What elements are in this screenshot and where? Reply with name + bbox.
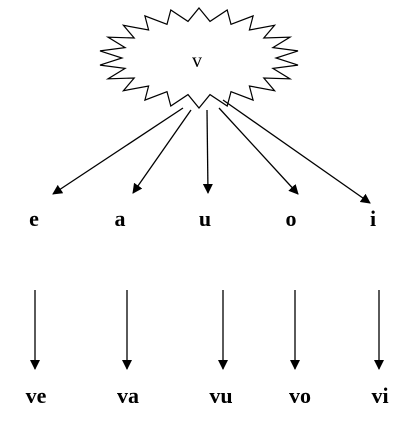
arrow-to-vowel-u: [202, 109, 213, 194]
vowel-o: o: [286, 206, 297, 231]
arrow-to-vowel-i: [222, 99, 371, 204]
center-letter: v: [192, 50, 202, 72]
arrow-to-vowel-e: [52, 107, 184, 195]
starburst-shape: [99, 7, 299, 109]
arrow-to-vowel-o: [218, 107, 299, 195]
vowel-i: i: [370, 206, 376, 231]
vowel-row: e a u o i: [29, 206, 376, 231]
syllable-vi: vi: [371, 383, 388, 408]
syllable-vo: vo: [289, 383, 311, 408]
vowel-a: a: [115, 206, 126, 231]
fan-arrows: [52, 99, 371, 204]
syllable-ve: ve: [26, 383, 47, 408]
arrow-to-vowel-a: [132, 109, 192, 194]
syllable-vu: vu: [209, 383, 232, 408]
down-arrows: [30, 290, 384, 370]
syllable-row: ve va vu vo vi: [26, 383, 389, 408]
vowel-u: u: [199, 206, 211, 231]
vowel-e: e: [29, 206, 39, 231]
syllable-va: va: [117, 383, 139, 408]
